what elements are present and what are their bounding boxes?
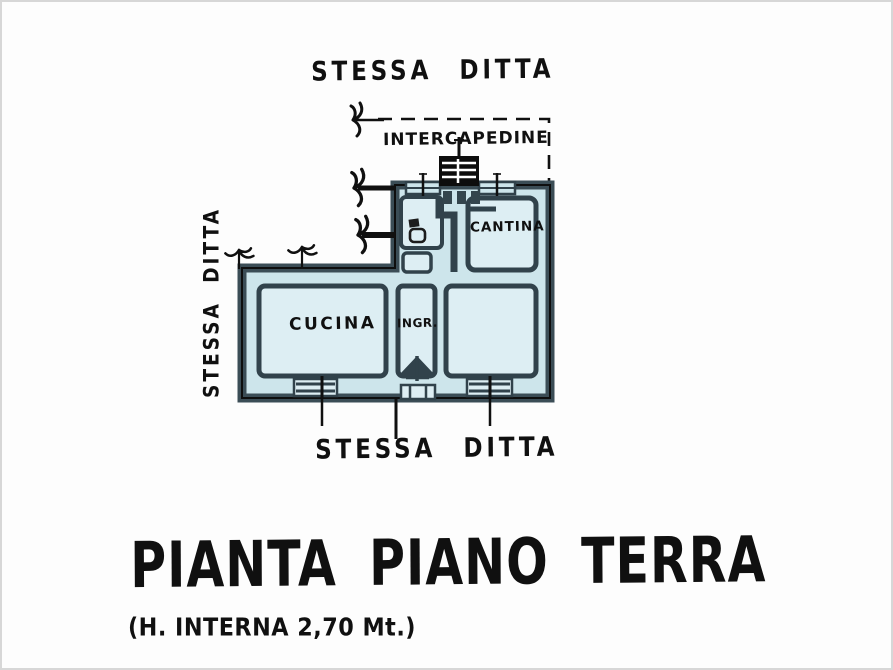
room-cantina: [465, 195, 539, 273]
chimney-arrow-left: [224, 247, 255, 269]
plan-subtitle: (H. INTERNA 2,70 Mt.): [128, 614, 416, 643]
chimney-arrow-right: [287, 244, 318, 269]
interior-wall-jog: [435, 199, 458, 272]
wc-icon: [408, 218, 427, 244]
entrance-door-icon: [400, 356, 434, 381]
wall-nubs: [443, 191, 480, 204]
window-bottom-left: [292, 376, 339, 426]
entrance-steps: [394, 383, 437, 439]
cavity-dashed-outline: [378, 117, 551, 184]
bagno-alcove: [401, 251, 433, 274]
room-label-cantina: CANTINA: [469, 218, 545, 236]
vent-arrow-lower: [354, 214, 395, 255]
window-bottom-right: [465, 376, 514, 426]
room-label-ingresso: INGR.: [396, 315, 439, 331]
vent-arrow-upper: [350, 167, 395, 208]
note-left: STESSA DITTA: [200, 207, 225, 398]
cavity-label: INTERCAPEDINE: [382, 127, 549, 151]
grate-icon: [439, 137, 479, 186]
room-label-cucina: CUCINA: [288, 313, 377, 335]
window-top-right: [477, 173, 517, 196]
window-top-left: [404, 173, 442, 196]
plan-title: PIANTA PIANO TERRA: [130, 523, 767, 603]
note-bottom: STESSA DITTA: [315, 431, 559, 466]
room-unlabeled: [443, 283, 539, 379]
note-top: STESSA DITTA: [311, 53, 555, 88]
